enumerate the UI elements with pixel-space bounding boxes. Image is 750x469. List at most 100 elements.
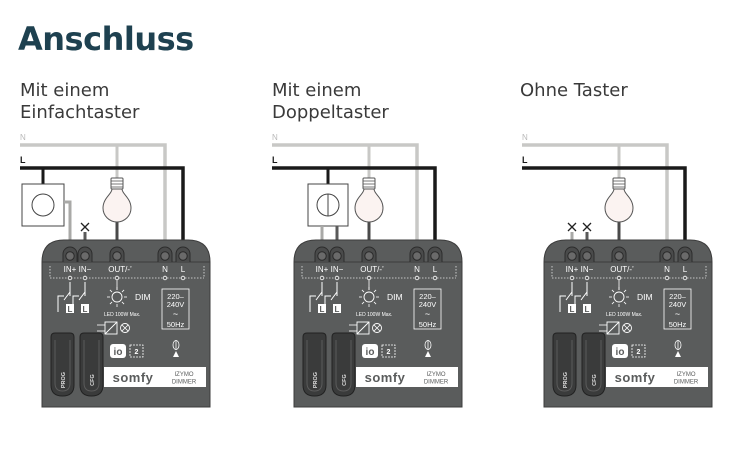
- frequency-label: 50Hz: [167, 320, 185, 329]
- terminal-screw: [567, 251, 577, 261]
- terminal-screw: [680, 251, 690, 261]
- lamp-symbol-cross: [121, 324, 129, 332]
- dim-ray: [361, 301, 365, 305]
- dim-ray: [373, 301, 377, 305]
- lamp-symbol-cross: [373, 324, 381, 332]
- rail-node: [584, 275, 590, 281]
- prog-button-label: PROG: [563, 372, 569, 388]
- lamp-symbol-icon: [120, 323, 130, 333]
- prog-button: [552, 332, 577, 397]
- terminal-screw: [662, 251, 672, 261]
- bulb-glass: [102, 188, 132, 223]
- pushbutton-symbol: [559, 282, 573, 312]
- brand-strip: [104, 367, 206, 387]
- terminal-label: OUT/‐’: [610, 265, 634, 274]
- cfg-button-groove: [585, 340, 602, 392]
- terminal-label: L: [683, 265, 688, 274]
- page-title: Anschluss: [18, 20, 194, 58]
- neutral-wire-label: N: [272, 133, 278, 142]
- diagram-title-line1: Mit einem: [272, 80, 362, 101]
- dimmer-block-icon: [356, 321, 370, 335]
- model-line1: IZYMO: [677, 372, 696, 378]
- rail-node: [616, 275, 622, 281]
- terminal-label: IN−: [581, 265, 594, 274]
- rail-node: [334, 275, 340, 281]
- terminal-label: N: [664, 265, 670, 274]
- dim-lamp-icon: [111, 291, 123, 303]
- rail-node: [432, 275, 438, 281]
- prog-button-groove: [556, 340, 573, 392]
- diagram-title-line1: Ohne Taster: [520, 80, 628, 101]
- voltage-line1: 220–: [669, 292, 687, 301]
- terminal-label: L: [433, 265, 438, 274]
- terminal-screw: [317, 251, 327, 261]
- dimmer-block-icon: [606, 321, 620, 335]
- rail-node: [319, 275, 325, 281]
- diagram-title-line2: Doppeltaster: [272, 102, 389, 123]
- prog-button-groove: [54, 340, 71, 392]
- rail-node: [414, 275, 420, 281]
- somfy-logo: somfy: [113, 370, 154, 385]
- rail-node: [569, 275, 575, 281]
- terminal-label: IN+: [566, 265, 579, 274]
- terminal-screw: [614, 251, 624, 261]
- dimmer-diagonal: [104, 321, 118, 335]
- brand-strip: [356, 367, 458, 387]
- io-label: io: [616, 347, 625, 358]
- switch-live-badge-label: L: [83, 305, 88, 314]
- terminal-screw: [178, 251, 188, 261]
- terminal-screw: [65, 251, 75, 261]
- voltage-line2: 240V: [669, 300, 687, 309]
- dim-label: DIM: [387, 292, 403, 302]
- rail-node: [162, 275, 168, 281]
- live-wire: [20, 166, 185, 252]
- led-max-label: LED 100W Max.: [104, 312, 140, 318]
- terminal-screw: [364, 251, 374, 261]
- cfg-button-groove: [335, 340, 352, 392]
- switch-live-badge-label: L: [570, 305, 575, 314]
- light-bulb-icon: [102, 177, 132, 223]
- switch-live-badge-label: L: [585, 305, 590, 314]
- two-way-badge-icon: [129, 344, 144, 358]
- two-way-badge-number: 2: [387, 349, 391, 356]
- terminal-label: N: [414, 265, 420, 274]
- neutral-wire: [522, 143, 669, 252]
- pushbutton-symbol: [72, 282, 86, 312]
- model-line1: IZYMO: [427, 372, 446, 378]
- model-line2: DIMMER: [674, 380, 699, 386]
- switch-live-badge-label: L: [335, 305, 340, 314]
- diagram-title-doppeltaster: Mit einem Doppeltaster: [272, 80, 389, 124]
- dim-ray: [623, 289, 627, 293]
- model-line2: DIMMER: [172, 380, 197, 386]
- terminal-label: IN+: [64, 265, 77, 274]
- model-line2: DIMMER: [424, 380, 449, 386]
- io-logo-icon: [110, 344, 126, 358]
- rail-node: [682, 275, 688, 281]
- single-switch-button: [31, 193, 55, 217]
- led-max-label: LED 100W Max.: [356, 312, 392, 318]
- dim-label: DIM: [135, 292, 151, 302]
- terminal-screw: [332, 251, 342, 261]
- terminal-label: OUT/‐’: [360, 265, 384, 274]
- pushbutton-symbol: [57, 282, 71, 312]
- disconnected-x-icon: [582, 222, 592, 232]
- disconnected-x-icon: [567, 222, 577, 232]
- rail-node: [114, 275, 120, 281]
- prog-button-groove: [306, 340, 323, 392]
- io-label: io: [114, 347, 123, 358]
- terminal-label: N: [162, 265, 168, 274]
- frequency-label: 50Hz: [669, 320, 687, 329]
- terminal-screw: [160, 251, 170, 261]
- prog-button: [302, 332, 327, 397]
- terminal-screw: [412, 251, 422, 261]
- diagram-title-line1: Mit einem: [20, 80, 110, 101]
- dim-ray: [361, 289, 365, 293]
- prog-button: [50, 332, 75, 397]
- rail-node: [82, 275, 88, 281]
- switch-live-badge: [66, 304, 74, 313]
